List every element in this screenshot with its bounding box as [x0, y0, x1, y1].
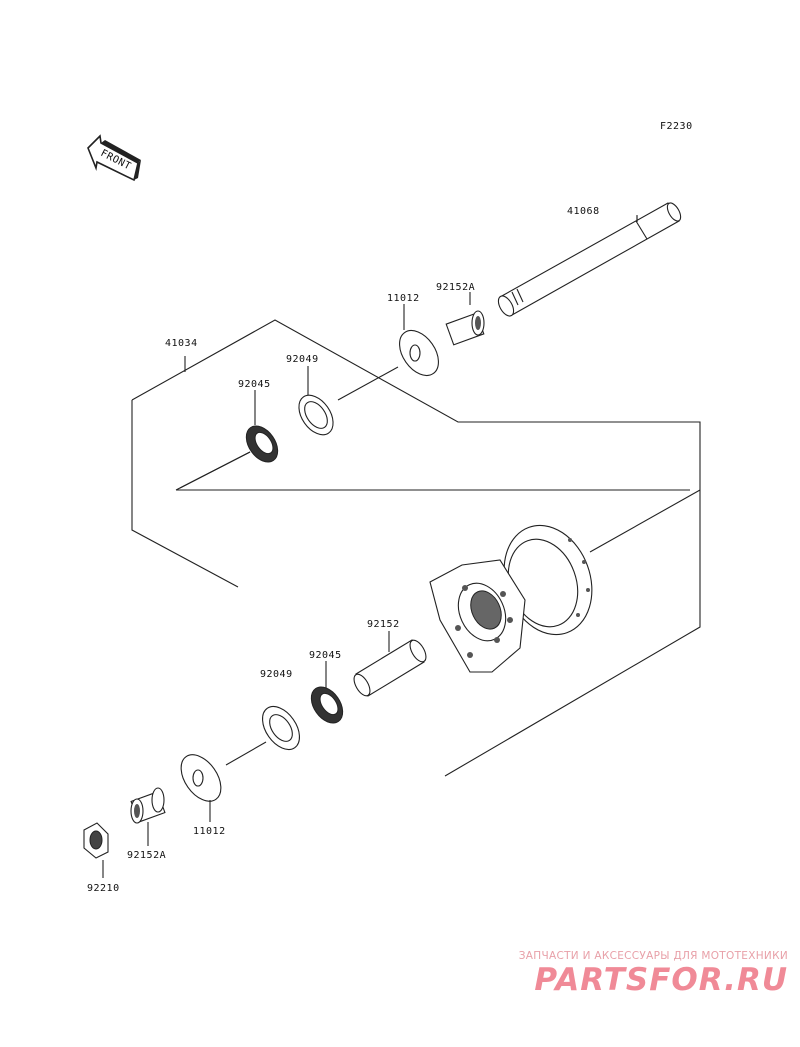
figure-code: F2230 [660, 121, 693, 132]
label-hub: 41034 [165, 338, 198, 349]
hub-kit-frame [131, 319, 701, 777]
front-arrow-icon: FRONT [87, 134, 141, 182]
label-seal-right: 11012 [387, 293, 420, 304]
wheel-hub [429, 524, 593, 673]
oil-seal-left [261, 705, 301, 751]
label-seal-left: 11012 [193, 826, 226, 837]
oil-seal-right [298, 394, 334, 436]
bearing-right [245, 425, 279, 463]
label-collar-right: 92152A [436, 282, 475, 293]
label-bearing-left: 92045 [309, 650, 342, 661]
axle-shaft [497, 202, 682, 317]
label-nut: 92210 [87, 883, 120, 894]
label-axle: 41068 [567, 206, 600, 217]
label-oil-seal-left: 92049 [260, 669, 293, 680]
spacer [353, 639, 427, 697]
label-spacer: 92152 [367, 619, 400, 630]
bearing-left [310, 686, 344, 724]
label-oil-seal-right: 92049 [286, 354, 319, 365]
watermark-logo: PARTSFOR.RU [534, 962, 788, 998]
seal-right [399, 330, 439, 376]
label-collar-left: 92152A [127, 850, 166, 861]
collar-left [130, 787, 166, 824]
collar-right [445, 310, 485, 346]
seal-left [180, 754, 222, 802]
label-bearing-right: 92045 [238, 379, 271, 390]
watermark-tagline: ЗАПЧАСТИ И АКСЕССУАРЫ ДЛЯ МОТОТЕХНИКИ [518, 950, 788, 962]
axle-nut [83, 822, 109, 859]
